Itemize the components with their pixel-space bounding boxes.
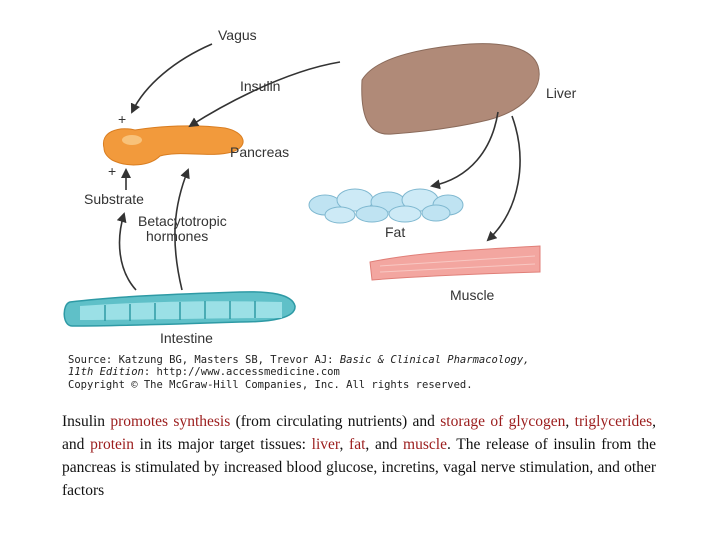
- pancreas-organ: [102, 125, 244, 166]
- label-muscle: Muscle: [450, 287, 495, 303]
- label-liver: Liver: [546, 85, 577, 101]
- label-intestine: Intestine: [160, 330, 213, 346]
- vagus-to-pancreas-arrow: [130, 43, 213, 114]
- insulin-diagram: Vagus Insulin Liver Pancreas + + Substra…: [63, 27, 577, 391]
- liver-to-fat-arrow: [430, 111, 499, 190]
- intestine-organ: [63, 291, 296, 327]
- label-plus-top: +: [118, 111, 126, 127]
- source-line-1: Source: Katzung BG, Masters SB, Trevor A…: [68, 354, 529, 366]
- keyword: promotes synthesis: [110, 413, 231, 430]
- fat-tissue: [308, 188, 464, 224]
- source-line-2: 11th Edition: http://www.accessmedicine.…: [68, 366, 340, 378]
- keyword: fat: [349, 436, 366, 453]
- label-plus-bottom: +: [108, 163, 116, 179]
- keyword: triglycerides: [574, 413, 653, 430]
- caption-text: Insulin promotes synthesis (from circula…: [62, 413, 657, 499]
- label-hormones: hormones: [146, 228, 208, 244]
- label-vagus: Vagus: [218, 27, 257, 43]
- liver-insulin-arrow: [188, 61, 341, 128]
- pancreas-highlight: [122, 135, 142, 145]
- label-pancreas: Pancreas: [230, 144, 289, 160]
- keyword: muscle: [403, 436, 447, 453]
- keyword: storage of glycogen: [440, 413, 566, 430]
- label-fat: Fat: [385, 224, 405, 240]
- keyword: protein: [90, 436, 134, 453]
- label-betacytotropic: Betacytotropic: [138, 213, 227, 229]
- liver-to-muscle-arrow: [486, 115, 521, 242]
- intestine-hormones-arrow: [174, 168, 190, 291]
- source-line-3: Copyright © The McGraw-Hill Companies, I…: [68, 379, 473, 391]
- label-substrate: Substrate: [84, 191, 144, 207]
- intestine-to-substrate-arrow: [116, 212, 137, 291]
- liver-organ: [361, 43, 540, 135]
- keyword: liver: [311, 436, 340, 453]
- muscle-tissue: [369, 245, 541, 281]
- label-insulin: Insulin: [240, 78, 280, 94]
